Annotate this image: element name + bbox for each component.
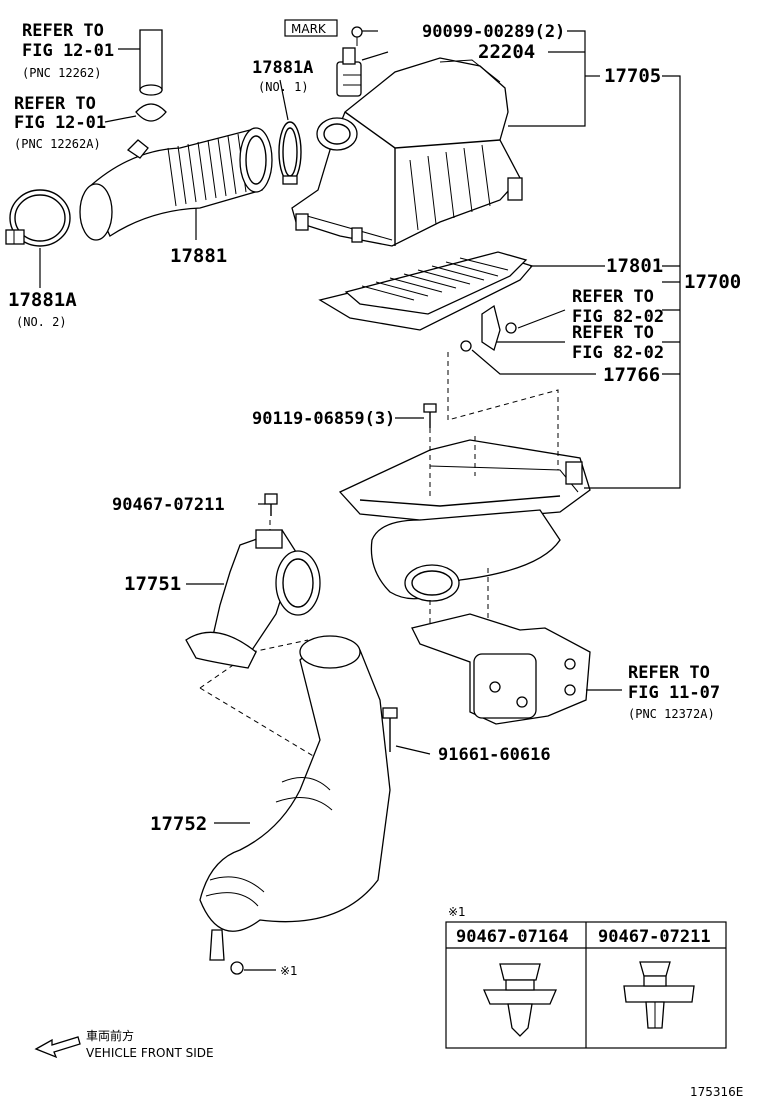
ref5-line3: (PNC 12372A)	[628, 707, 715, 721]
legend-title: ※1	[448, 905, 466, 919]
callout-17881a-no2: 17881A	[8, 289, 77, 311]
ref1-line1: REFER TO	[22, 21, 104, 41]
air-filter-element-drawing	[318, 251, 534, 331]
callout-17881a-no1-sub: (NO. 1)	[258, 80, 309, 94]
bolt-91661-drawing	[382, 707, 398, 752]
bolt-90119-drawing	[423, 403, 437, 428]
callout-91661-60616: 91661-60616	[438, 745, 551, 765]
callout-17700: 17700	[684, 271, 741, 293]
direction-jp: 車両前方	[86, 1028, 134, 1043]
callout-17705: 17705	[604, 65, 661, 87]
clip-90467-07164-drawing	[483, 963, 557, 1037]
clip-90467-07211-drawing	[623, 961, 695, 1029]
pipe-drawing	[135, 29, 167, 122]
ref3-line2: FIG 82-02	[572, 307, 664, 327]
ref4-line1: REFER TO	[572, 323, 654, 343]
clamp-no2-drawing	[5, 189, 71, 247]
ref5-line2: FIG 11-07	[628, 683, 720, 703]
mark-box	[284, 19, 338, 37]
callout-17751: 17751	[124, 573, 181, 595]
vehicle-front-arrow-icon	[34, 1036, 81, 1059]
legend-col-2: 90467-07211	[598, 927, 711, 947]
air-cleaner-cap-drawing	[291, 57, 523, 247]
leader-lines	[39, 30, 681, 971]
mark-label: MARK	[291, 22, 327, 36]
air-duct-17752-drawing	[199, 635, 391, 975]
ref2-line3: (PNC 12262A)	[14, 137, 101, 151]
ref5-line1: REFER TO	[628, 663, 710, 683]
legend-col-1: 90467-07164	[456, 927, 569, 947]
ref1-line3: (PNC 12262)	[22, 66, 101, 80]
clip-legend-table: ※1 90467-07164 90467-07211	[445, 905, 727, 1049]
callout-90119-06859: 90119-06859(3)	[252, 409, 395, 429]
air-cleaner-case-drawing	[338, 439, 591, 602]
clamp-no1-drawing	[278, 121, 302, 185]
callout-90467-07211: 90467-07211	[112, 495, 225, 515]
callout-17881a-no2-sub: (NO. 2)	[16, 315, 67, 329]
callout-17881a-no1: 17881A	[252, 58, 313, 78]
ref1-line2: FIG 12-01	[22, 41, 114, 61]
callout-17766: 17766	[603, 364, 660, 386]
direction-en: VEHICLE FRONT SIDE	[86, 1046, 214, 1060]
air-flow-meter-drawing	[336, 47, 362, 97]
callout-17881: 17881	[170, 245, 227, 267]
screw-90099-drawing	[351, 26, 363, 46]
intake-hose-drawing	[79, 127, 273, 241]
callout-22204: 22204	[478, 41, 535, 63]
ref2-line2: FIG 12-01	[14, 113, 106, 133]
bracket-mount-drawing	[411, 613, 591, 725]
ref2-line1: REFER TO	[14, 94, 96, 114]
callout-17801: 17801	[606, 255, 663, 277]
drawing-number: 175316E	[690, 1085, 743, 1099]
ref4-line2: FIG 82-02	[572, 343, 664, 363]
callout-17752: 17752	[150, 813, 207, 835]
callout-note-ref: ※1	[280, 964, 298, 978]
callout-90099-00289: 90099-00289(2)	[422, 22, 565, 42]
air-duct-17751-drawing	[185, 529, 321, 669]
bracket-drawing	[460, 304, 517, 352]
ref3-line1: REFER TO	[572, 287, 654, 307]
clip-90467-drawing	[264, 493, 278, 516]
